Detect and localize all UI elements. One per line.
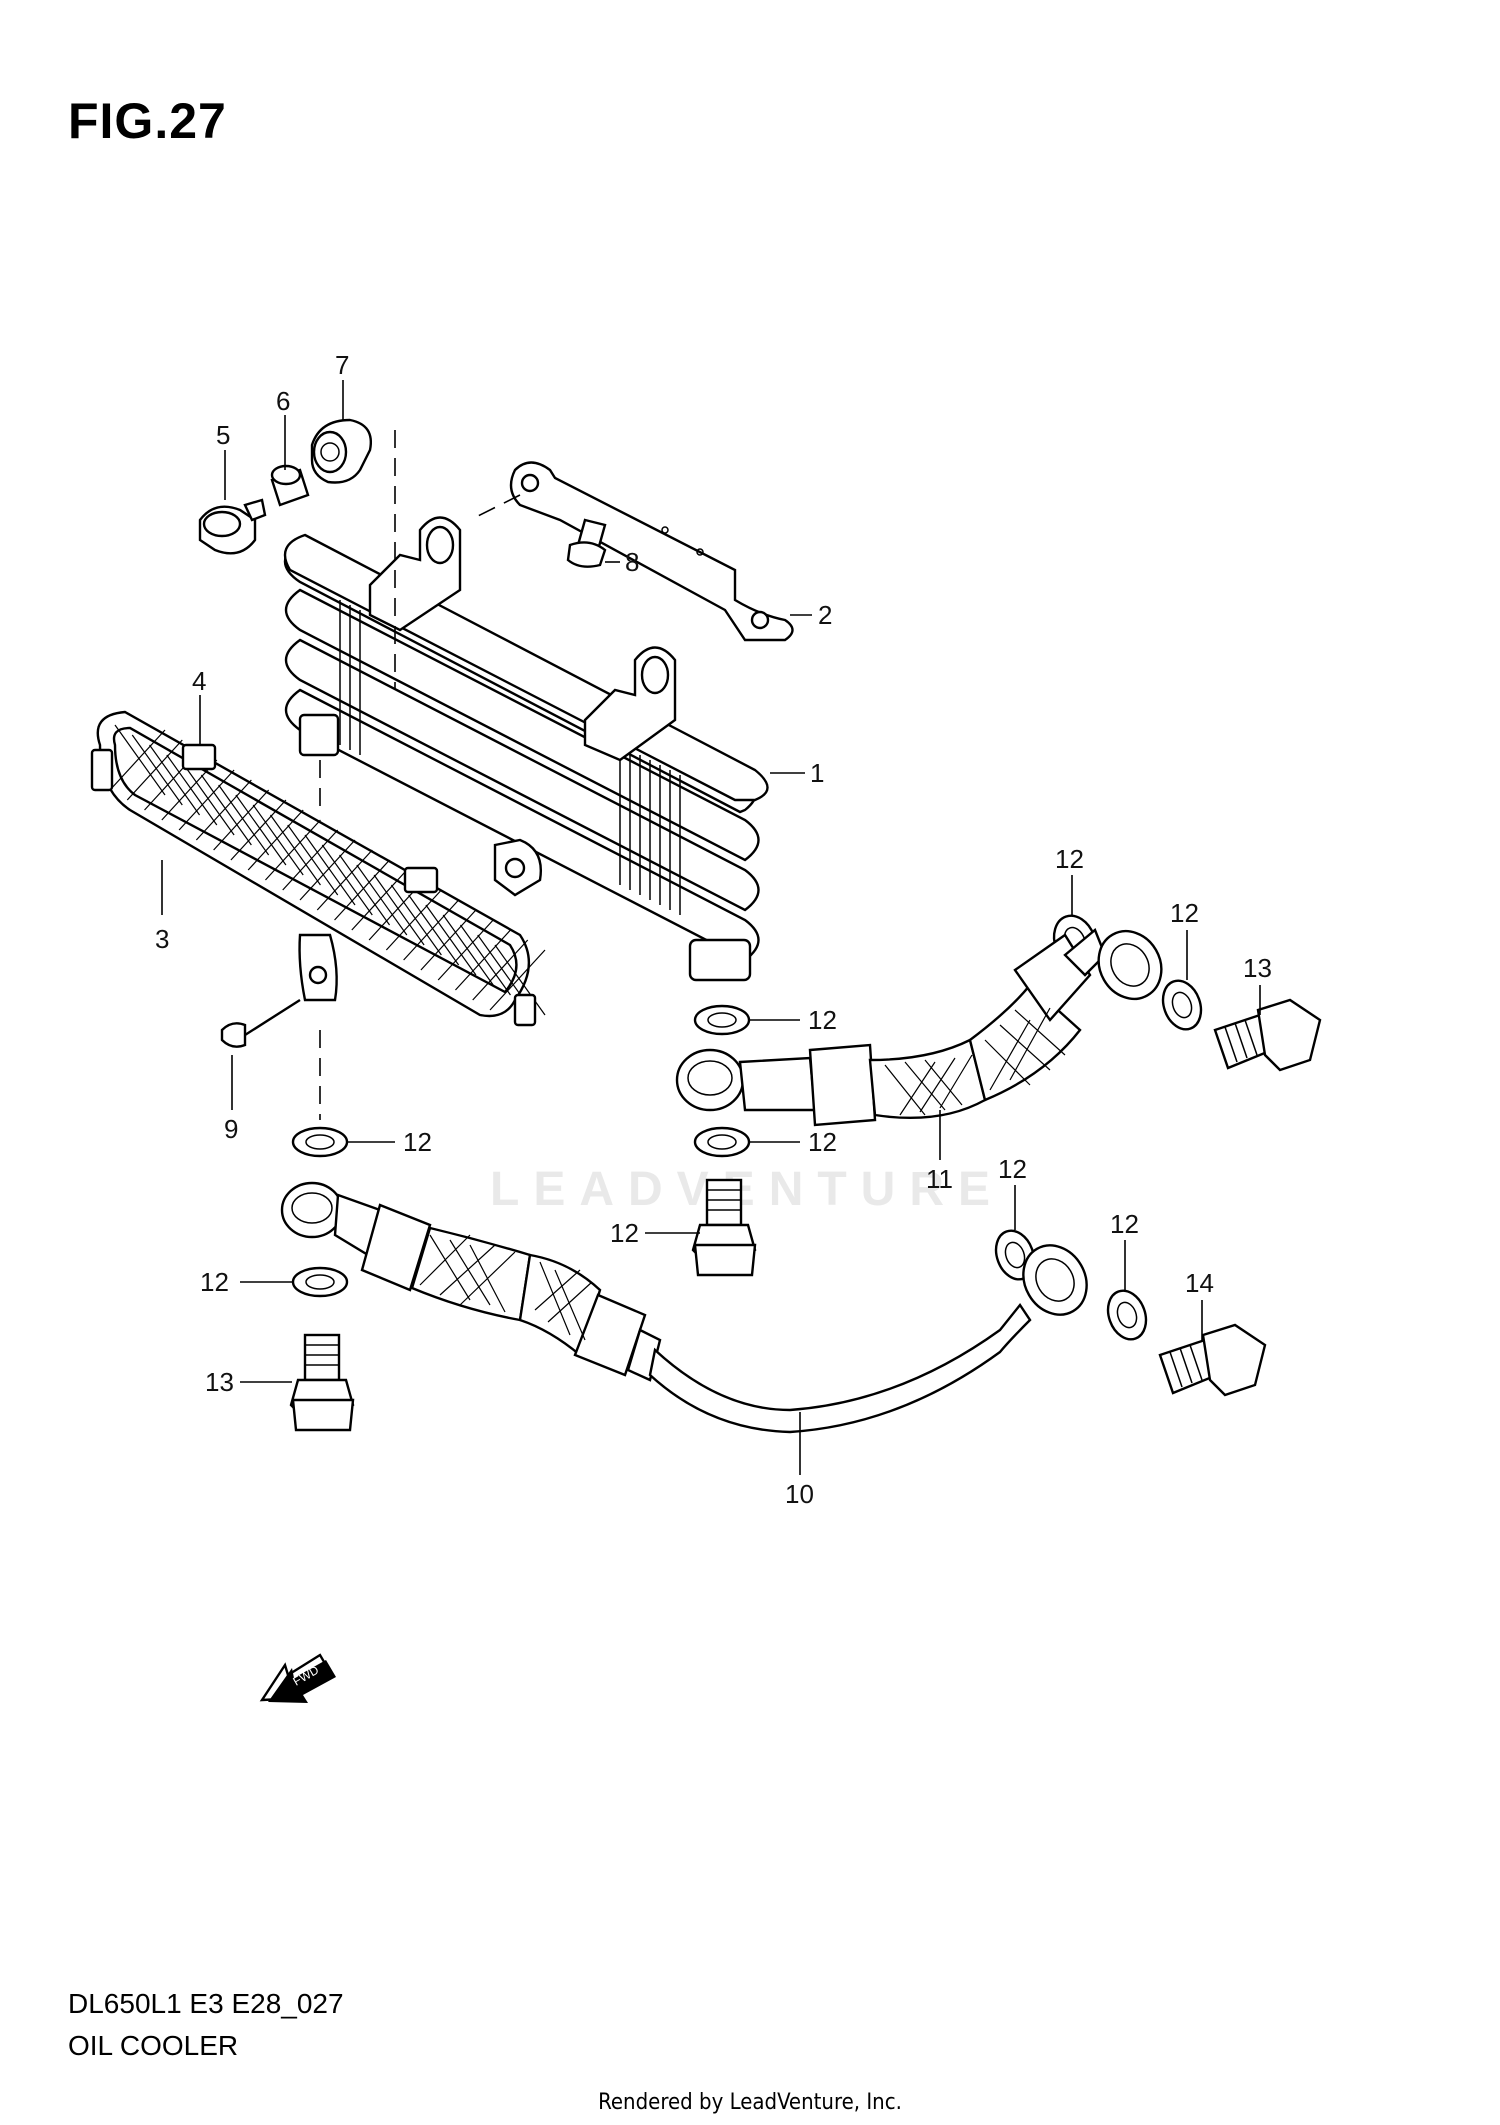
mesh-strand — [131, 734, 183, 806]
screw-9[interactable] — [220, 998, 301, 1048]
mesh-strand — [459, 924, 511, 996]
model-code: DL650L1 E3 E28_027 — [68, 1988, 344, 2019]
mesh-strand — [195, 779, 252, 841]
mesh-strand — [149, 744, 201, 816]
callout-12-b: 12 — [1170, 898, 1199, 928]
callout-12-g: 12 — [1110, 1209, 1139, 1239]
callout-12-f: 12 — [998, 1154, 1027, 1184]
mesh-strand — [373, 874, 425, 946]
callout-14-lower: 14 — [1185, 1268, 1214, 1298]
collar-6[interactable] — [270, 464, 310, 507]
mesh-strand — [126, 739, 183, 801]
mesh-strand — [403, 899, 460, 961]
callout-5: 5 — [216, 420, 230, 450]
oil-cooler-mesh-guard[interactable] — [90, 710, 546, 1027]
callout-14-upper: 13 — [1243, 953, 1272, 983]
oil-cooler-core[interactable] — [283, 516, 769, 982]
mesh-strand — [252, 804, 304, 876]
callout-12-e: 12 — [808, 1127, 837, 1157]
mesh-strand — [390, 884, 442, 956]
callout-12-c: 12 — [808, 1005, 837, 1035]
mesh-strand — [287, 824, 339, 896]
figure-title: FIG.27 — [68, 93, 227, 149]
mesh-strand — [339, 854, 391, 926]
mesh-strand — [425, 904, 477, 976]
mesh-strand — [299, 839, 356, 901]
mesh-strand — [235, 794, 287, 866]
mesh-strand — [489, 949, 546, 1011]
mesh-strand — [477, 934, 529, 1006]
mesh-strand — [356, 864, 408, 936]
callout-9: 9 — [224, 1114, 238, 1144]
mesh-strand — [385, 889, 442, 951]
callout-7: 7 — [335, 350, 349, 380]
callout-3: 3 — [155, 924, 169, 954]
section-name: OIL COOLER — [68, 2030, 239, 2061]
callout-1: 1 — [810, 758, 824, 788]
oil-hose-11[interactable] — [675, 920, 1173, 1127]
callout-13-lower: 13 — [205, 1367, 234, 1397]
fwd-arrow-icon: FWD — [259, 1653, 336, 1703]
callout-2: 2 — [818, 600, 832, 630]
mesh-strand — [472, 939, 529, 1001]
mesh-strand — [269, 814, 321, 886]
callout-8: 8 — [625, 547, 639, 577]
mesh-strand — [114, 724, 166, 796]
union-bolt-13-upper[interactable] — [691, 1178, 757, 1277]
callout-12-h: 12 — [200, 1267, 229, 1297]
mesh-strand — [218, 784, 270, 856]
mesh-strand — [265, 819, 321, 881]
oil-hose-10[interactable] — [280, 1181, 1099, 1434]
mesh-strand — [437, 919, 494, 981]
mesh-strand — [213, 789, 270, 851]
mesh-strand — [230, 799, 287, 861]
mesh-strand — [334, 859, 390, 921]
mesh-strand — [304, 834, 356, 906]
mesh-strand — [351, 869, 408, 931]
callout-13-upper: 12 — [610, 1218, 639, 1248]
mesh-strand — [321, 844, 373, 916]
mesh-strand — [183, 764, 235, 836]
callout-6: 6 — [276, 386, 290, 416]
mesh-strand — [109, 729, 166, 791]
mesh-strand — [455, 929, 511, 991]
mesh-strand — [178, 769, 235, 831]
mesh-strand — [408, 894, 460, 966]
mesh-strand — [494, 944, 546, 1016]
mesh-strand — [166, 754, 218, 826]
callout-4: 4 — [192, 666, 206, 696]
union-bolt-14-lower[interactable] — [1158, 1323, 1267, 1397]
mesh-strand — [420, 909, 477, 971]
mesh-strand — [247, 809, 304, 871]
bolt-8[interactable] — [566, 518, 607, 568]
union-bolt-14-upper[interactable] — [1213, 998, 1322, 1072]
callout-11: 11 — [926, 1164, 953, 1194]
callout-12-a: 12 — [1055, 844, 1084, 874]
union-bolt-13-lower[interactable] — [289, 1333, 355, 1432]
callout-12-d: 12 — [403, 1127, 432, 1157]
mesh-strand — [316, 849, 373, 911]
mesh-strand — [282, 829, 339, 891]
mesh-strand — [442, 914, 494, 986]
mesh-strand — [200, 774, 252, 846]
oil-cooler-bracket[interactable] — [469, 461, 794, 642]
render-credit: Rendered by LeadVenture, Inc. — [598, 2090, 902, 2115]
grommet-7[interactable] — [310, 418, 372, 484]
bolt-5[interactable] — [198, 498, 267, 555]
callout-10: 10 — [785, 1479, 814, 1509]
